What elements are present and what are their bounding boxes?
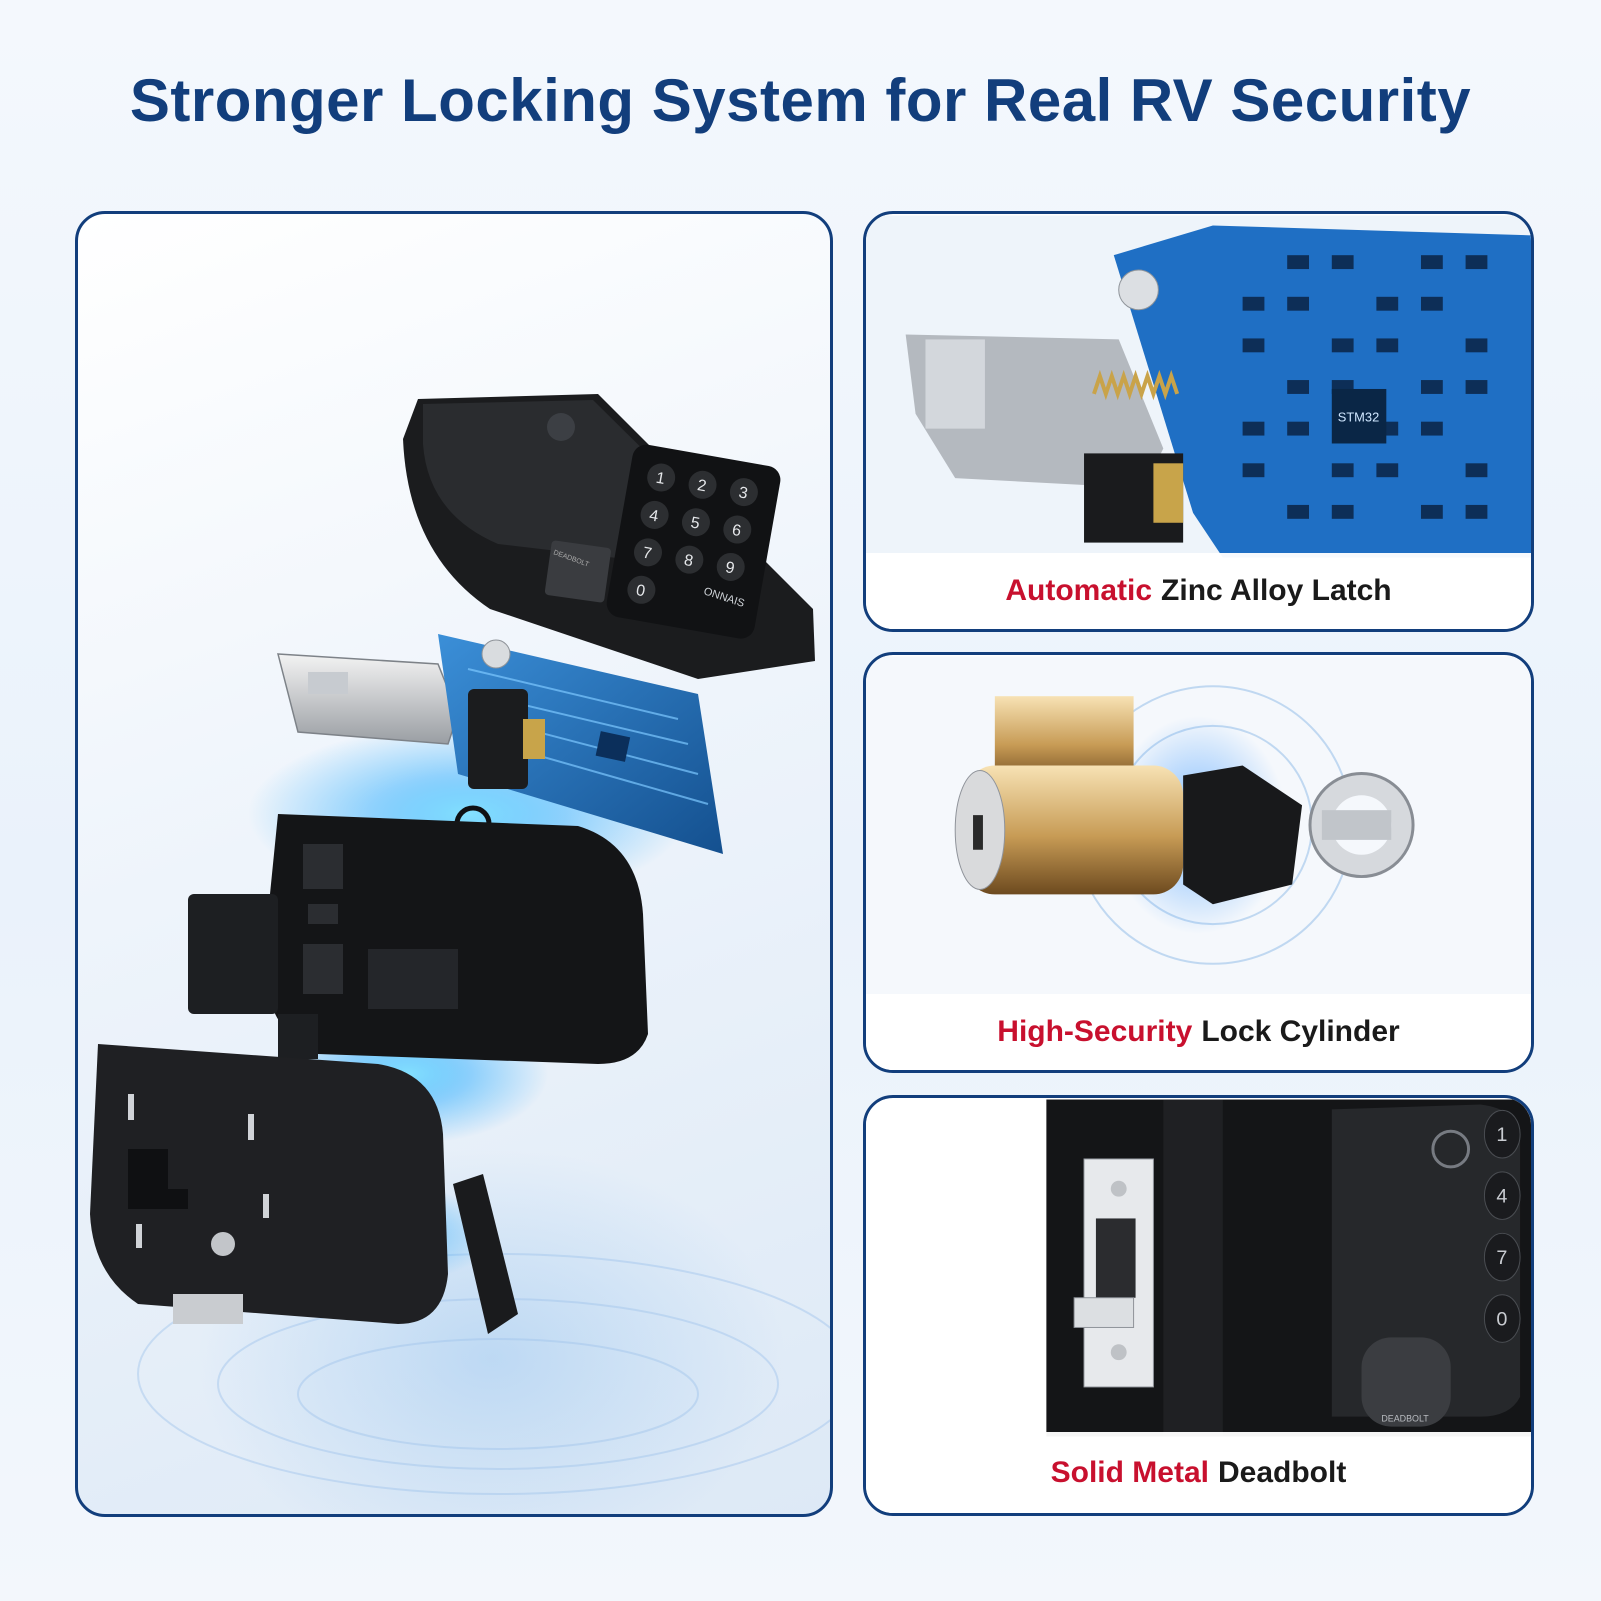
pcb-component [1420,421,1443,436]
side-keypad-digit: 1 [1496,1124,1507,1146]
pcb-component [1242,463,1265,478]
side-keypad-key [1483,1109,1521,1159]
keypad-digit: 9 [724,559,736,577]
zinc-alloy-latch-image: STM32 [866,215,1531,558]
pcb-component [1465,338,1488,353]
lock-cylinder-image [866,656,1531,999]
pcb-component [1287,504,1310,519]
caption-label: Lock Cylinder [1201,1015,1400,1048]
feature-card-latch: STM32 Automatic Zinc Alloy Latch [863,211,1534,632]
pcb-component [1287,380,1310,394]
keypad-key [688,470,717,499]
pcb-component [1331,255,1354,270]
feature-caption: Solid Metal Deadbolt [866,1432,1531,1513]
pcb-component [1287,296,1310,311]
keypad-digit: 8 [683,552,695,570]
keypad-key [675,545,704,574]
keypad-key [627,575,656,604]
pcb-component [1376,338,1399,353]
keypad-digit: 0 [635,582,647,600]
side-keypad-key [1483,1232,1521,1282]
pcb-component [1287,421,1310,436]
latch-pcb-layer [277,634,723,854]
side-keypad-key [1483,1294,1521,1343]
pcb-component [1465,463,1488,478]
pcb-component [1287,255,1310,270]
keypad-key [729,478,758,507]
keypad-digit: 2 [696,477,708,495]
pcb-component [1331,338,1354,353]
pcb-component [1376,296,1399,311]
page-headline: Stronger Locking System for Real RV Secu… [129,67,1472,134]
keypad-digit: 7 [641,545,653,563]
caption-label: Deadbolt [1218,1455,1347,1489]
keypad-digit: 1 [655,470,667,488]
caption-accent: High-Security [997,1015,1193,1048]
pcb-component [1420,296,1443,311]
side-keypad-digit: 4 [1496,1186,1507,1208]
keypad-key [716,552,745,581]
deadbolt-tab-print: DEADBOLT [1381,1414,1429,1424]
pcb-component [1331,463,1354,478]
feature-caption: Automatic Zinc Alloy Latch [866,553,1531,629]
back-plate [90,1044,518,1334]
keypad-digit: 5 [689,514,701,532]
pcb-component [1242,421,1265,436]
keypad-digit: 3 [737,484,749,502]
keypad-key [633,538,662,567]
chip-print: STM32 [1338,410,1380,425]
pcb-component [1376,463,1399,478]
caption-label: Zinc Alloy Latch [1161,574,1392,607]
keypad-key [723,515,752,544]
caption-accent: Automatic [1005,574,1153,607]
feature-card-cylinder: High-Security Lock Cylinder [863,652,1534,1073]
pcb-component [1242,296,1265,311]
keypad-key [640,500,669,529]
pcb-component [1465,255,1488,270]
pcb-component [1465,504,1488,519]
pcb-component [1420,380,1443,394]
pcb-component [1465,380,1488,394]
keypad-key [647,463,676,492]
caption-accent: Solid Metal [1050,1455,1209,1489]
pcb-component [1242,338,1265,353]
pcb-component [1420,504,1443,519]
feature-caption: High-Security Lock Cylinder [866,994,1531,1070]
keypad-key [681,508,710,537]
side-keypad-digit: 7 [1496,1247,1507,1269]
keypad-buttons: 1 2 3 4 5 6 7 8 9 0 [606,444,781,639]
side-keypad-digit: 0 [1496,1308,1507,1330]
keypad-digit: 6 [731,522,743,540]
keypad-digit: 4 [648,507,660,525]
side-keypad-key [1483,1171,1521,1220]
inner-housing [188,814,648,1064]
pcb-component [1331,504,1354,519]
pcb-component [1420,255,1443,270]
